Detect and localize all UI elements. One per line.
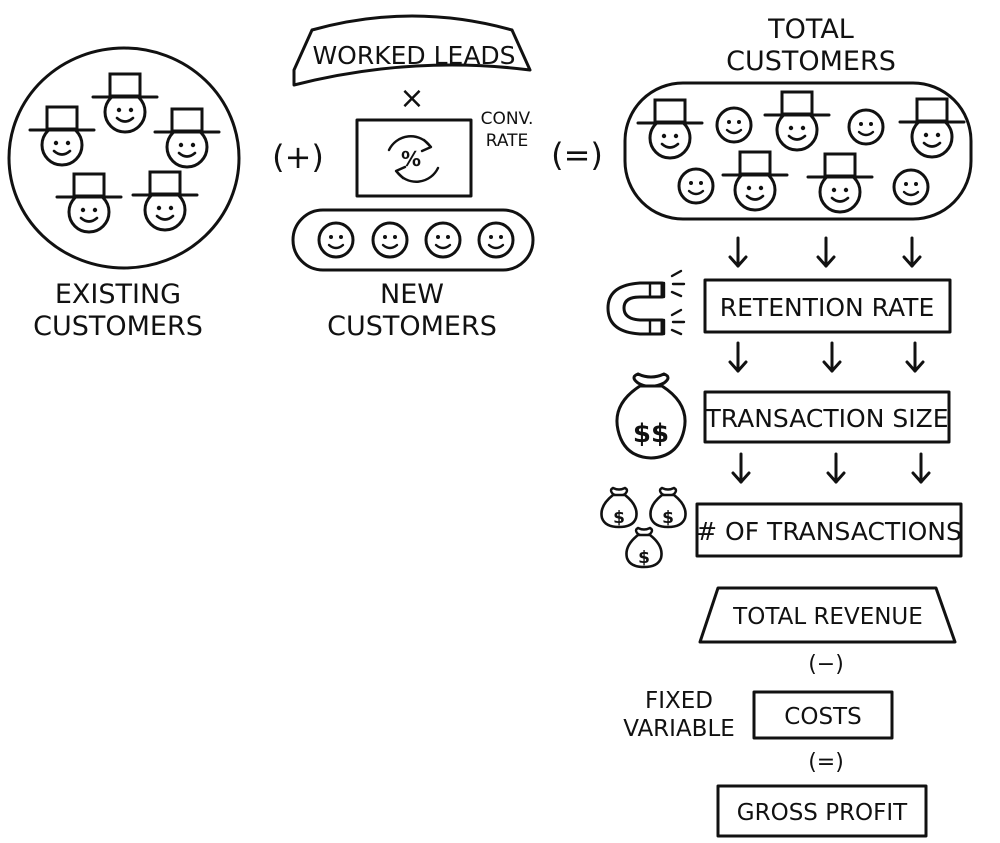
worked-leads-banner — [292, 14, 532, 87]
total-revenue-label: TOTAL REVENUE — [732, 604, 923, 630]
conversion-machine-box — [355, 118, 473, 198]
top-hat-customer-icon — [898, 97, 966, 159]
smiley-customer-icon — [715, 106, 753, 144]
top-hat-customer-icon — [636, 98, 704, 160]
equals-operator: (=) — [551, 136, 603, 174]
down-arrow-icon — [822, 341, 842, 373]
percent-symbol: % — [401, 147, 421, 171]
retention-rate-label: RETENTION RATE — [720, 293, 935, 322]
down-arrow-icon — [728, 341, 748, 373]
smiley-customer-icon — [677, 167, 715, 205]
gross-profit-box — [716, 784, 928, 838]
dollar-sign: $ — [638, 548, 650, 568]
top-hat-customer-icon — [721, 150, 789, 212]
num-transactions-box — [695, 502, 963, 558]
existing-customers-group: EXISTING CUSTOMERS — [7, 46, 241, 342]
conv-rate-label-line1: CONV. — [481, 109, 534, 129]
retention-rate-box — [703, 278, 952, 334]
transaction-size-box — [703, 390, 951, 444]
dollar-signs: $$ — [633, 419, 669, 449]
gross-profit-label: GROSS PROFIT — [737, 800, 908, 826]
smiley-customer-icon — [847, 108, 885, 146]
conv-rate-label-line2: RATE — [486, 131, 529, 151]
total-customers-group: TOTAL CUSTOMERS — [623, 14, 973, 221]
conveyor-belt-icon — [291, 208, 535, 272]
down-arrow-icon — [826, 452, 846, 484]
down-arrow-icon — [905, 341, 925, 373]
transaction-size-label: TRANSACTION SIZE — [704, 404, 948, 433]
down-arrow-icon — [911, 452, 931, 484]
total-customers-pool — [623, 81, 973, 221]
new-label-line2: CUSTOMERS — [327, 311, 497, 342]
plus-operator: (+) — [272, 138, 324, 176]
existing-label-line1: EXISTING — [55, 279, 181, 310]
dollar-sign: $ — [613, 508, 625, 528]
total-label-line1: TOTAL — [767, 14, 854, 45]
smiley-customer-icon — [317, 221, 355, 259]
variable-label: VARIABLE — [623, 716, 735, 742]
worked-leads-label: WORKED LEADS — [312, 41, 515, 70]
down-arrow-icon — [728, 236, 748, 268]
top-hat-customer-icon — [55, 172, 123, 234]
costs-box — [752, 690, 894, 740]
down-arrow-icon — [816, 236, 836, 268]
minus-operator: (−) — [808, 652, 844, 677]
top-hat-customer-icon — [91, 72, 159, 134]
money-bag-icon: $$ — [615, 372, 687, 460]
multiply-operator: × — [399, 81, 424, 116]
top-hat-customer-icon — [131, 170, 199, 232]
total-revenue-shape — [698, 586, 957, 644]
dollar-sign: $ — [662, 508, 674, 528]
costs-label: COSTS — [784, 704, 861, 730]
smiley-customer-icon — [892, 168, 930, 206]
top-hat-customer-icon — [153, 107, 221, 169]
total-label-line2: CUSTOMERS — [726, 46, 896, 77]
smiley-customer-icon — [371, 221, 409, 259]
new-customers-group: WORKED LEADS × % CONV. RATE NEW CUSTOMER… — [291, 14, 535, 342]
top-hat-customer-icon — [806, 152, 874, 214]
existing-customers-circle — [7, 46, 241, 270]
percent-cycle-icon — [387, 135, 440, 183]
down-arrow-icon — [731, 452, 751, 484]
magnet-icon — [606, 269, 686, 336]
down-arrow-icon — [902, 236, 922, 268]
new-label-line1: NEW — [380, 279, 444, 310]
money-bags-icon: $ $ $ — [600, 486, 687, 569]
smiley-customer-icon — [424, 221, 462, 259]
top-hat-customer-icon — [28, 105, 96, 167]
top-hat-customer-icon — [763, 90, 831, 152]
fixed-label: FIXED — [645, 688, 713, 714]
smiley-customer-icon — [477, 221, 515, 259]
equals-operator-2: (=) — [808, 750, 844, 775]
existing-label-line2: CUSTOMERS — [33, 311, 203, 342]
num-transactions-label: # OF TRANSACTIONS — [696, 517, 962, 546]
